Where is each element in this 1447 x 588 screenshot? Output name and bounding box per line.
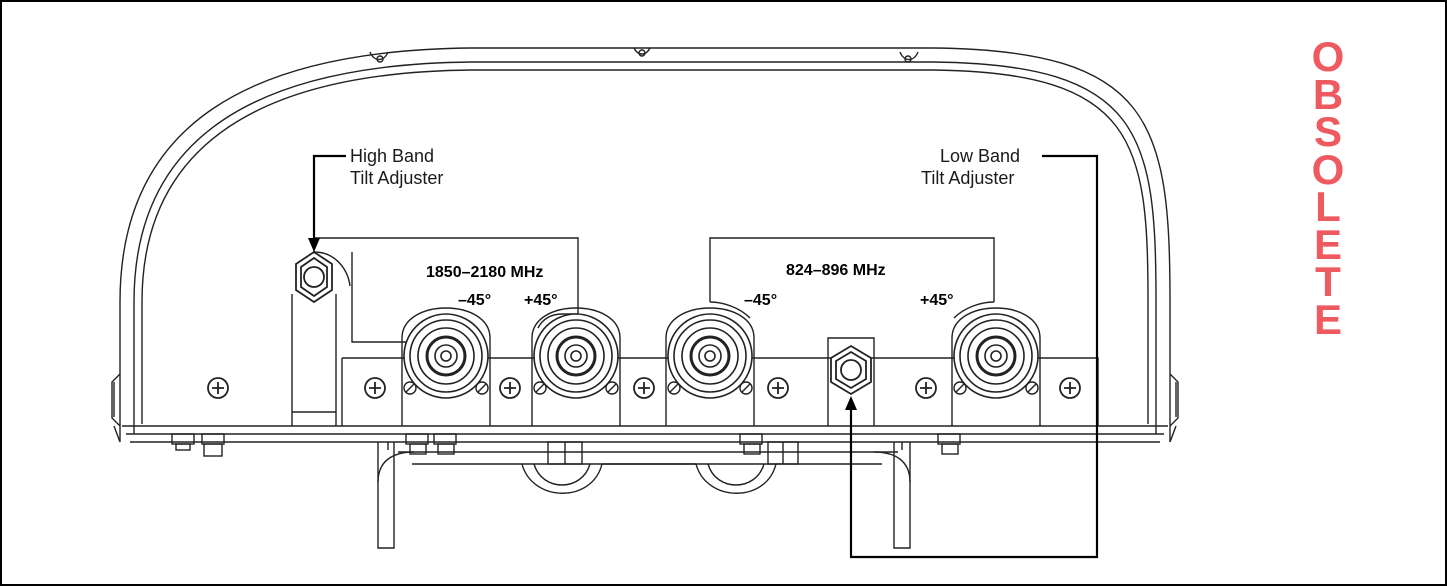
low-band-tilt-adjuster <box>830 344 872 396</box>
low-band-label-line2: Tilt Adjuster <box>921 168 1015 188</box>
lb-minus45-label: –45° <box>744 292 778 309</box>
hb-plus45-label: +45° <box>524 292 558 309</box>
connector-lb-minus45 <box>667 313 753 399</box>
hex-bolts <box>171 433 961 465</box>
low-band-label-line1: Low Band <box>940 146 1021 166</box>
phillips-screws <box>207 377 1081 399</box>
hb-minus45-label: –45° <box>458 292 492 309</box>
high-band-label-line2: Tilt Adjuster <box>350 168 444 188</box>
connector-hb-minus45 <box>403 313 489 399</box>
high-band-frequency-label: 1850–2180 MHz <box>426 264 544 281</box>
obsolete-letter: T <box>1315 258 1341 305</box>
radome-outline <box>111 47 1179 442</box>
obsolete-letter: L <box>1315 183 1341 230</box>
obsolete-letter: E <box>1313 220 1342 268</box>
connector-housings <box>401 307 1041 426</box>
connector-screws <box>403 381 1039 395</box>
leader-lines <box>308 154 1099 559</box>
lb-plus45-label: +45° <box>920 292 954 309</box>
obsolete-letter: S <box>1313 108 1342 155</box>
mounting-bracket <box>377 442 911 549</box>
high-band-label-line1: High Band <box>350 146 435 166</box>
low-band-frequency-label: 824–896 MHz <box>786 262 886 279</box>
obsolete-letter: O <box>1311 145 1345 193</box>
high-band-tilt-adjuster <box>295 250 333 304</box>
obsolete-letter: B <box>1312 70 1344 118</box>
obsolete-letter: E <box>1313 295 1342 343</box>
obsolete-letter: O <box>1311 33 1345 80</box>
obsolete-watermark: O B S O L E T E <box>1302 33 1354 343</box>
connector-lb-plus45 <box>953 313 1039 399</box>
bottom-plate <box>113 425 1177 465</box>
connector-hb-plus45 <box>533 313 619 399</box>
